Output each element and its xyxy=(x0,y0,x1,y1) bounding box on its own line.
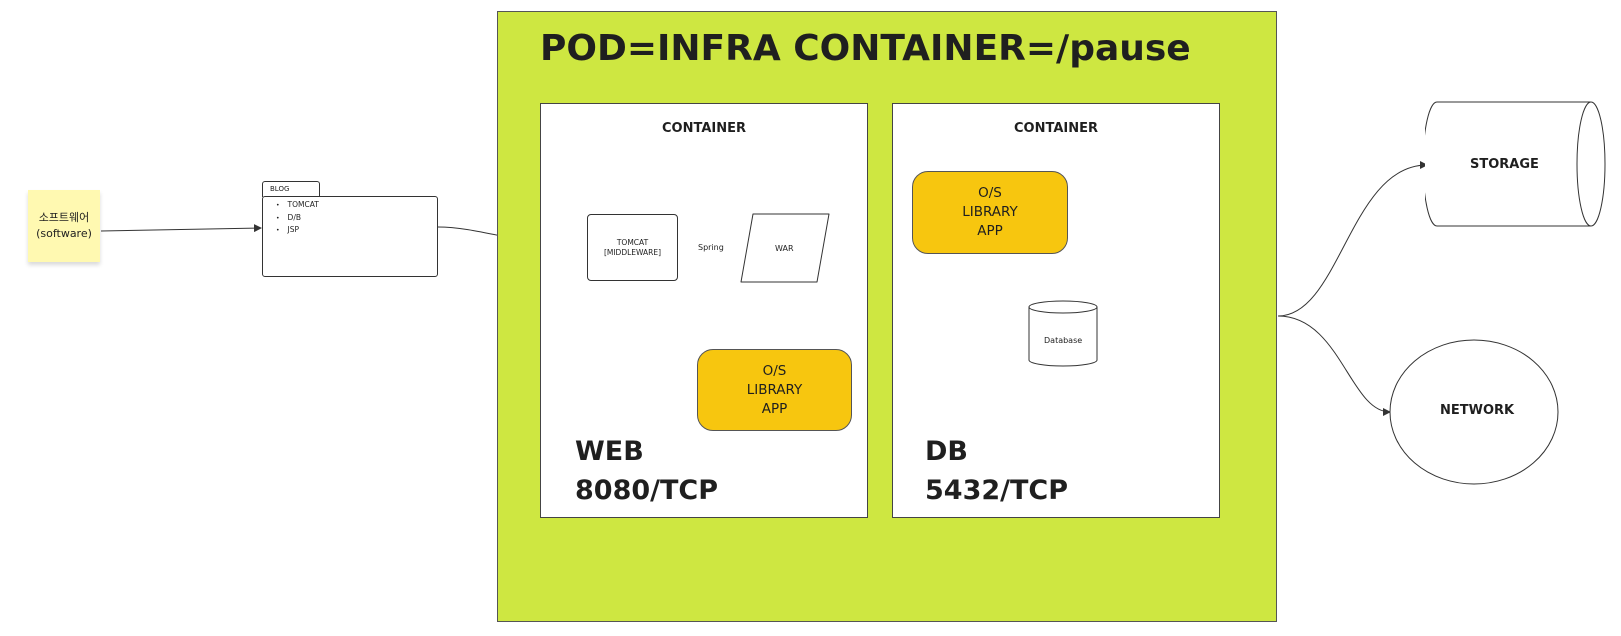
sticky-line-english: (software) xyxy=(36,227,92,240)
war-shape[interactable] xyxy=(739,213,831,283)
stack-app: APP xyxy=(761,400,788,417)
list-item: D/B xyxy=(276,212,319,225)
tomcat-box[interactable]: TOMCAT [MIDDLEWARE] xyxy=(587,214,678,281)
stack-library: LIBRARY xyxy=(962,204,1018,220)
network-ellipse[interactable] xyxy=(1388,338,1560,486)
sticky-line-korean: 소프트웨어 xyxy=(38,211,90,224)
web-port: 8080/TCP xyxy=(575,475,719,506)
database-cylinder-icon[interactable] xyxy=(1027,299,1099,369)
blog-folder-tab: BLOG xyxy=(262,181,320,197)
db-name: DB xyxy=(925,436,968,467)
db-port: 5432/TCP xyxy=(925,475,1069,506)
war-label: WAR xyxy=(775,244,794,253)
web-container-header: CONTAINER xyxy=(662,121,746,136)
db-container-header: CONTAINER xyxy=(1014,121,1098,136)
stack-os: O/S xyxy=(762,362,787,379)
arrow-pod-to-network xyxy=(1277,315,1391,416)
arrow-pod-to-storage xyxy=(1277,161,1428,317)
network-label: NETWORK xyxy=(1440,403,1515,418)
pod-title: POD=INFRA CONTAINER=/pause xyxy=(540,28,1191,69)
list-item: JSP xyxy=(276,224,319,237)
database-label: Database xyxy=(1044,336,1083,345)
stack-library: LIBRARY xyxy=(746,381,803,398)
web-stack-box[interactable]: O/S LIBRARY APP xyxy=(697,349,852,431)
tomcat-sublabel: [MIDDLEWARE] xyxy=(603,247,662,257)
blog-folder-list: TOMCAT D/B JSP xyxy=(276,199,319,237)
tomcat-label: TOMCAT xyxy=(616,237,649,247)
stack-app: APP xyxy=(977,223,1003,239)
db-stack-box[interactable]: O/S LIBRARY APP xyxy=(912,171,1068,254)
storage-label: STORAGE xyxy=(1470,157,1539,172)
stack-os: O/S xyxy=(978,185,1002,201)
web-container[interactable] xyxy=(540,103,868,518)
arrow-software-to-blog xyxy=(100,224,262,233)
sticky-note-software[interactable]: 소프트웨어 (software) xyxy=(28,190,100,262)
storage-cylinder-icon[interactable] xyxy=(1425,100,1611,230)
list-item: TOMCAT xyxy=(276,199,319,212)
spring-label: Spring xyxy=(697,243,725,252)
web-name: WEB xyxy=(575,436,644,467)
